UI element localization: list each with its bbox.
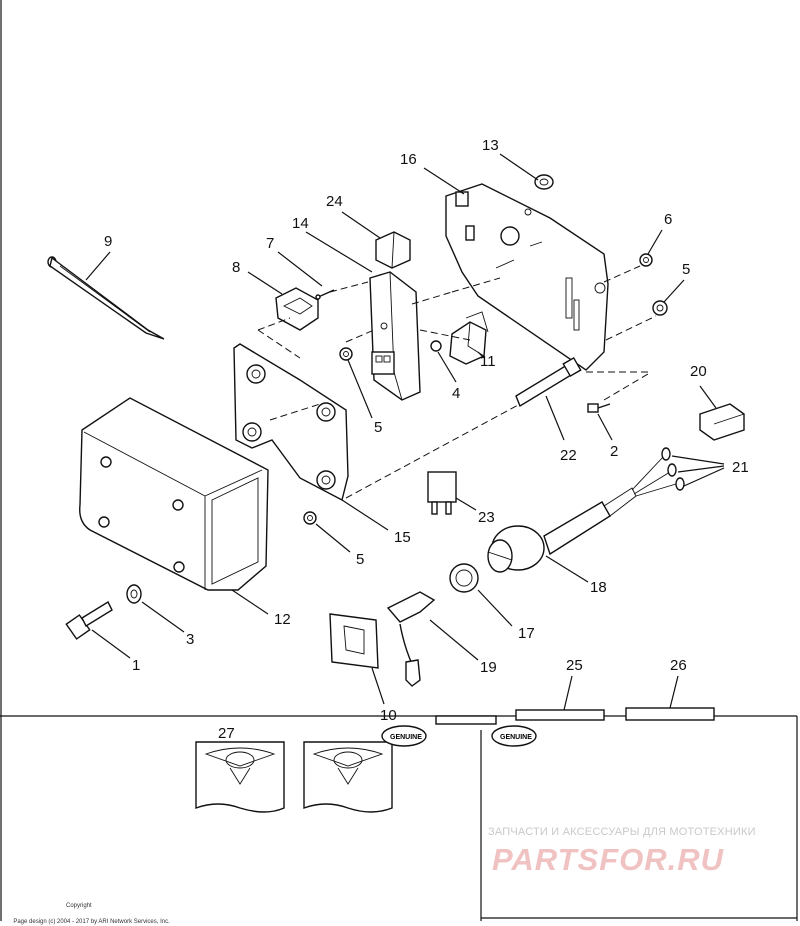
part-bolt (65, 601, 113, 640)
callout-24[interactable]: 24 (326, 193, 343, 210)
callout-7[interactable]: 7 (266, 235, 274, 252)
copyright-notice: Copyright Page design (c) 2004 - 2017 by… (10, 886, 170, 926)
part-bracket (445, 183, 609, 371)
callout-20[interactable]: 20 (690, 363, 707, 380)
part-relay (449, 311, 489, 365)
part-pin (315, 289, 335, 300)
diagram-dividers (480, 730, 797, 921)
part-large-nut (449, 563, 479, 593)
copyright-title: Copyright (66, 903, 92, 909)
leader-lines (85, 153, 725, 711)
callout-16[interactable]: 16 (400, 151, 417, 168)
callout-25[interactable]: 25 (566, 657, 583, 674)
callout-5-right[interactable]: 5 (682, 261, 690, 278)
part-kit-packages: GENUINE GENUINE (195, 725, 537, 813)
callout-14[interactable]: 14 (292, 215, 309, 232)
part-switch-harness (487, 447, 685, 573)
copyright-text: Page design (c) 2004 - 2017 by ARI Netwo… (13, 919, 170, 925)
callout-21[interactable]: 21 (732, 459, 749, 476)
part-cover (79, 397, 269, 591)
callout-11[interactable]: 11 (480, 353, 496, 370)
assembly-lines (257, 265, 657, 499)
callout-3[interactable]: 3 (186, 631, 194, 648)
part-clip (275, 287, 319, 331)
part-nuts (303, 253, 668, 525)
callout-labels: 9 8 7 14 24 16 13 6 5 11 4 5 20 2 22 21 … (104, 137, 749, 742)
part-lead (386, 591, 436, 687)
callout-5-left[interactable]: 5 (356, 551, 364, 568)
part-mini-relay (375, 231, 411, 269)
part-screw-small (587, 403, 611, 413)
part-fuse (427, 471, 457, 515)
callout-10[interactable]: 10 (380, 707, 397, 724)
callout-8[interactable]: 8 (232, 259, 240, 276)
watermark-tagline: ЗАПЧАСТИ И АКСЕССУАРЫ ДЛЯ МОТОТЕХНИКИ (488, 826, 756, 838)
callout-1[interactable]: 1 (132, 657, 140, 674)
callout-18[interactable]: 18 (590, 579, 607, 596)
callout-19[interactable]: 19 (480, 659, 497, 676)
part-cable-tie (47, 256, 165, 340)
callout-4[interactable]: 4 (452, 385, 460, 402)
kit-logo-left (204, 747, 276, 785)
callout-26[interactable]: 26 (670, 657, 687, 674)
kit-genuine-label-2: GENUINE (500, 734, 532, 741)
callout-5-middle[interactable]: 5 (374, 419, 382, 436)
callout-12[interactable]: 12 (274, 611, 291, 628)
part-washer (126, 584, 142, 604)
watermark-logo: PARTSFOR.RU (492, 842, 725, 877)
part-grommet (534, 174, 554, 190)
callout-17[interactable]: 17 (518, 625, 535, 642)
callout-9[interactable]: 9 (104, 233, 112, 250)
kit-logo-right (312, 747, 384, 785)
callout-13[interactable]: 13 (482, 137, 499, 154)
kit-genuine-label: GENUINE (390, 734, 422, 741)
part-mounting-plate (233, 343, 349, 502)
part-stud (515, 356, 582, 408)
part-gasket (329, 613, 379, 669)
part-kit-boxes (435, 707, 715, 725)
callout-6[interactable]: 6 (664, 211, 672, 228)
callout-15[interactable]: 15 (394, 529, 411, 546)
site-watermark: ЗАПЧАСТИ И АКСЕССУАРЫ ДЛЯ МОТОТЕХНИКИ PA… (488, 826, 793, 882)
callout-2[interactable]: 2 (610, 443, 618, 460)
callout-22[interactable]: 22 (560, 447, 577, 464)
callout-23[interactable]: 23 (478, 509, 495, 526)
part-connector (699, 403, 745, 441)
part-module (369, 271, 421, 401)
callout-27[interactable]: 27 (218, 725, 235, 742)
